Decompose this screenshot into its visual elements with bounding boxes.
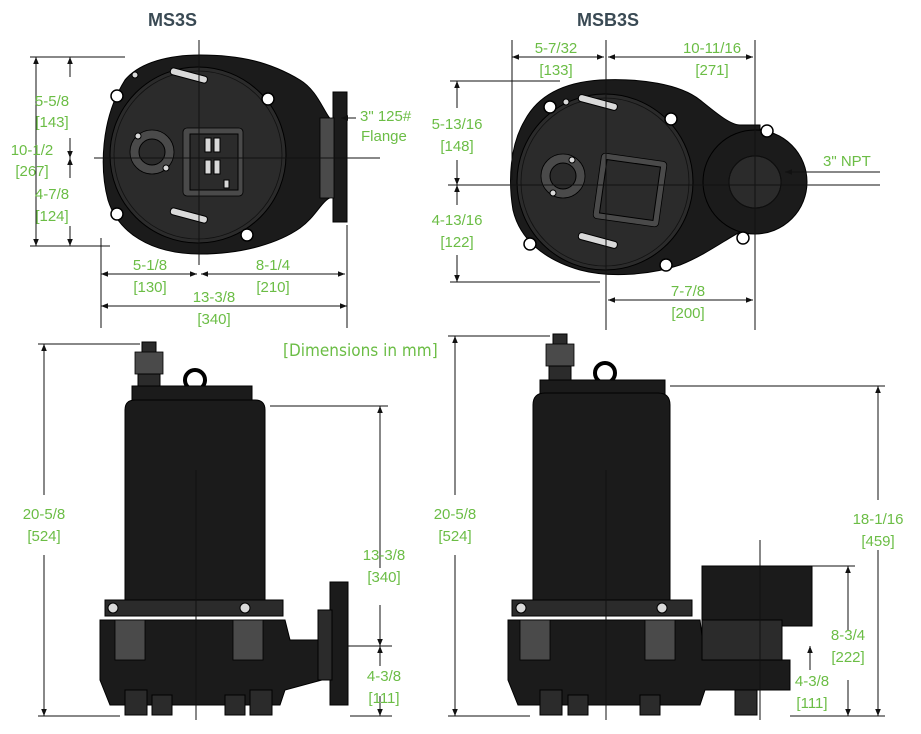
ms3s-top-dim-210: [210] <box>256 279 289 296</box>
title-msb3s: MSB3S <box>577 10 639 30</box>
msb3s-side-dim-111: [111] <box>796 695 827 712</box>
msb3s-top-dim-148: [148] <box>440 138 473 155</box>
msb3s-top-dim-133: [133] <box>539 62 572 79</box>
msb3s-top-dim-122: [122] <box>440 234 473 251</box>
ms3s-top-dim-5-5-8: 5-5/8 <box>35 93 69 110</box>
ms3s-side-dim-20-5-8: 20-5/8 <box>23 506 66 523</box>
ms3s-top-dim-5-1-8: 5-1/8 <box>133 257 167 274</box>
ms3s-top-dim-130: [130] <box>133 279 166 296</box>
msb3s-top-dim-10-11-16: 10-11/16 <box>683 40 741 57</box>
msb3s-top-dim-7-7-8: 7-7/8 <box>671 283 705 300</box>
msb3s-side-dim-4-3-8: 4-3/8 <box>795 673 829 690</box>
ms3s-side-dim-4-3-8: 4-3/8 <box>367 668 401 685</box>
ms3s-side-dim-340: [340] <box>367 569 400 586</box>
msb3s-top-dim-5-13-16: 5-13/16 <box>432 116 483 133</box>
msb3s-top-dim-271: [271] <box>695 62 728 79</box>
ms3s-top-view <box>102 54 348 255</box>
ms3s-side-view <box>99 341 349 716</box>
ms3s-top-dim-8-1-4: 8-1/4 <box>256 257 290 274</box>
ms3s-top-dim-4-7-8: 4-7/8 <box>35 186 69 203</box>
msb3s-side-dim-222: [222] <box>831 649 864 666</box>
ms3s-top-dim-13-3-8: 13-3/8 <box>193 289 236 306</box>
msb3s-side-dim-18-1-16: 18-1/16 <box>853 511 904 528</box>
msb3s-top-dim-5-7-32: 5-7/32 <box>535 40 578 57</box>
msb3s-npt-label: 3" NPT <box>823 153 871 170</box>
dimensions-note: [Dimensions in mm] <box>283 341 438 361</box>
msb3s-top-dim-4-13-16: 4-13/16 <box>432 212 483 229</box>
ms3s-top-dim-340: [340] <box>197 311 230 328</box>
msb3s-top-dim-200: [200] <box>671 305 704 322</box>
ms3s-top-dim-143: [143] <box>35 114 68 131</box>
msb3s-side-dim-20-5-8: 20-5/8 <box>434 506 477 523</box>
msb3s-top-view <box>510 79 808 276</box>
ms3s-flange-label-a: 3" 125# <box>360 108 412 125</box>
msb3s-side-view <box>507 333 813 716</box>
ms3s-side-dim-111: [111] <box>368 690 399 707</box>
ms3s-top-dim-124: [124] <box>35 208 68 225</box>
ms3s-side-dim-524: [524] <box>27 528 60 545</box>
msb3s-side-dim-524: [524] <box>438 528 471 545</box>
ms3s-top-dim-267: [267] <box>15 163 48 180</box>
ms3s-side-dim-13-3-8: 13-3/8 <box>363 547 406 564</box>
msb3s-side-dim-8-3-4: 8-3/4 <box>831 627 865 644</box>
ms3s-top-dim-10-1-2: 10-1/2 <box>11 142 54 159</box>
title-ms3s: MS3S <box>148 10 197 30</box>
ms3s-flange-label-b: Flange <box>361 128 407 145</box>
msb3s-side-dim-459: [459] <box>861 533 894 550</box>
